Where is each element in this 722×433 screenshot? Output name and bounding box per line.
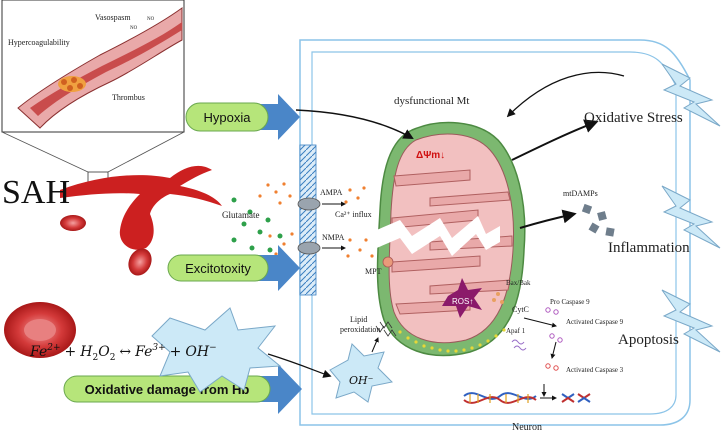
activated-caspase3-label: Activated Caspase 3 bbox=[566, 366, 624, 374]
no-label-1: NO bbox=[147, 17, 155, 22]
eq-fe2-sup: 2+ bbox=[46, 343, 60, 353]
eq-oh: OH bbox=[185, 344, 209, 360]
thrombus-label: Thrombus bbox=[112, 93, 145, 102]
eq-oh-sup: − bbox=[209, 343, 217, 353]
ampa-receptor bbox=[297, 197, 346, 211]
oh-to-lipid-arrow bbox=[371, 337, 379, 353]
vessel-inset: Vasospasm NO NO Hypercoagulability Throm… bbox=[1, 0, 185, 187]
eq-sub-2a: 2 bbox=[92, 353, 98, 363]
feedback-arrow bbox=[506, 71, 625, 118]
hypoxia-input: Hypoxia bbox=[185, 94, 300, 140]
excitotoxicity-pill bbox=[167, 254, 269, 282]
mtdamps-icon bbox=[581, 203, 615, 237]
neuron-inner-membrane bbox=[311, 51, 677, 415]
eq-plus-2: + bbox=[170, 344, 182, 360]
lipid-label-line2: peroxidation bbox=[340, 325, 380, 334]
activated-caspase9-label: Activated Caspase 9 bbox=[566, 318, 624, 326]
ros-label: ROS↑ bbox=[452, 297, 473, 306]
red-blood-cell-icon bbox=[128, 248, 152, 276]
lipid-icon bbox=[375, 321, 397, 337]
cytc-label: CytC bbox=[512, 305, 529, 314]
oxidative-damage-input: Oxidative damage from Hb bbox=[63, 364, 302, 414]
mtdamps-label: mtDAMPs bbox=[563, 189, 598, 198]
rbc-center bbox=[24, 319, 56, 341]
mitochondrion bbox=[372, 121, 526, 357]
oxidative-damage-label: Oxidative damage from Hb bbox=[85, 382, 250, 397]
starburst-icon bbox=[329, 343, 394, 403]
excitotoxicity-input: Excitotoxity bbox=[167, 245, 300, 291]
eq-fe2: Fe bbox=[29, 344, 47, 360]
to-mtdamps-arrow bbox=[519, 209, 577, 229]
oh-minus-label: OH⁻ bbox=[349, 374, 374, 387]
nmpa-label: NMPA bbox=[322, 233, 345, 242]
zoom-line-left bbox=[1, 131, 89, 173]
oxidative-stress-label: Oxidative Stress bbox=[584, 110, 683, 126]
hypoxia-label: Hypoxia bbox=[204, 110, 252, 125]
blue-arrow-icon bbox=[250, 364, 302, 414]
fenton-to-oh-arrow bbox=[267, 353, 332, 378]
lightning-icon bbox=[661, 63, 721, 127]
lightning-icon bbox=[661, 289, 721, 353]
fenton-equation: Fe2++H2O2↔Fe3++OH− bbox=[29, 343, 217, 363]
blue-arrow-icon bbox=[256, 245, 300, 291]
red-blood-cell-icon bbox=[60, 215, 86, 231]
no-label-2: NO bbox=[130, 26, 138, 31]
eq-fe3: Fe bbox=[134, 344, 152, 360]
oxidative-damage-pill bbox=[63, 375, 271, 403]
calcium-dots bbox=[258, 182, 374, 258]
glutamate-label: Glutamate bbox=[222, 210, 260, 220]
hypercoagulability-label: Hypercoagulability bbox=[8, 38, 70, 47]
mito-bottom-dots bbox=[398, 328, 506, 353]
cytc-to-caspase9-arrow bbox=[523, 317, 557, 328]
eq-h: H bbox=[79, 344, 93, 360]
hypoxia-pill bbox=[185, 102, 269, 132]
lightning-bolts bbox=[661, 63, 721, 353]
lightning-icon bbox=[661, 185, 721, 249]
eq-sub-2b: 2 bbox=[110, 353, 116, 363]
mpt-channel-icon bbox=[382, 256, 394, 268]
blood-vessel-icon bbox=[60, 165, 222, 250]
apaf1-label: Apaf 1 bbox=[506, 327, 526, 335]
bax-bak-label: Bax/Bak bbox=[506, 279, 531, 287]
fenton-burst bbox=[151, 307, 282, 393]
excitotoxicity-label: Excitotoxity bbox=[185, 261, 251, 276]
zoom-line-right bbox=[107, 131, 185, 173]
sah-title: SAH bbox=[2, 174, 70, 211]
inflammation-label: Inflammation bbox=[608, 240, 690, 256]
apoptosis-label: Apoptosis bbox=[618, 332, 679, 348]
ampa-label: AMPA bbox=[320, 188, 343, 197]
nmpa-receptor bbox=[297, 241, 346, 255]
delta-psi-label: ΔΨm↓ bbox=[416, 150, 445, 161]
apoptosis-molecules bbox=[492, 292, 563, 371]
eq-plus-1: + bbox=[65, 344, 77, 360]
vasospasm-label: Vasospasm bbox=[95, 13, 131, 22]
eq-o: O bbox=[98, 344, 110, 360]
fragmented-dna-icon bbox=[561, 393, 591, 403]
eq-fe3-sup: 3+ bbox=[152, 343, 165, 353]
hypoxia-to-mito-arrow bbox=[295, 109, 414, 140]
caspase9-to-caspase3-arrow bbox=[550, 341, 557, 359]
mito-damage-icon bbox=[372, 216, 500, 256]
vessel-lumen bbox=[30, 22, 182, 116]
sah-bleed bbox=[4, 165, 222, 358]
to-oxidative-stress-arrow bbox=[511, 119, 599, 161]
dysfunctional-mt-label: dysfunctional Mt bbox=[394, 95, 469, 107]
neuron-label: Neuron bbox=[512, 422, 542, 433]
cell-membrane-channel bbox=[299, 144, 317, 296]
oh-burst: OH⁻ bbox=[329, 343, 394, 403]
eq-arrow: ↔ bbox=[119, 344, 131, 360]
dna-icon bbox=[463, 392, 537, 404]
ca-influx-label: Ca²⁺ influx bbox=[335, 210, 372, 219]
pro-caspase9-label: Pro Caspase 9 bbox=[550, 298, 590, 306]
thrombus-clot bbox=[58, 76, 86, 92]
lipid-label-line1: Lipid bbox=[350, 315, 367, 324]
starburst-icon bbox=[151, 307, 282, 393]
mpt-label: MPT bbox=[365, 267, 382, 276]
ros-star-icon bbox=[442, 278, 482, 318]
